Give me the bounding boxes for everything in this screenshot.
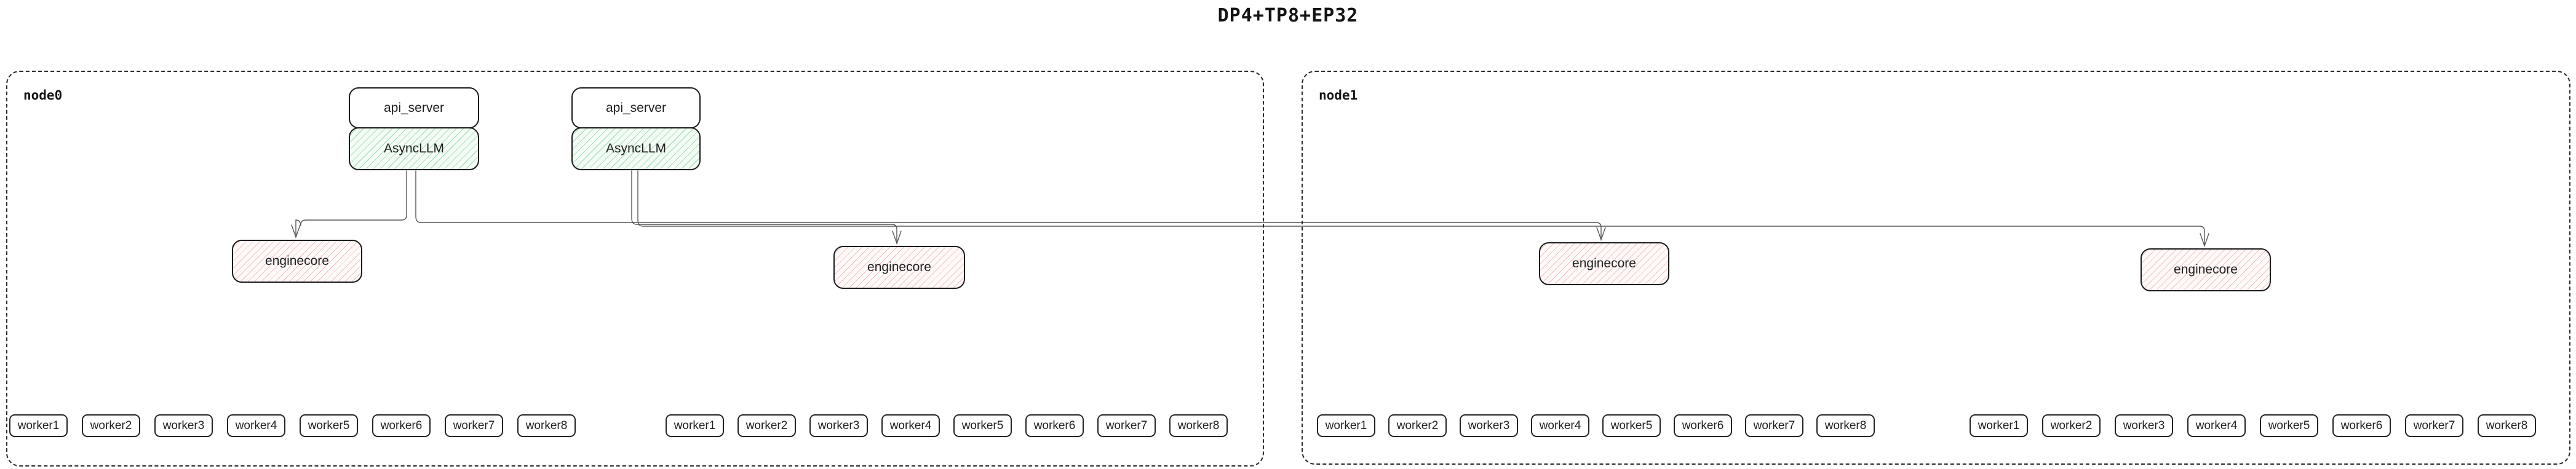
asyncllm-2-label: AsyncLLM: [605, 141, 667, 156]
worker-group-2: worker1 worker2 worker3 worker4 worker5 worke…: [666, 414, 1228, 437]
api-stack-2: api_server AsyncLLM: [571, 87, 701, 170]
worker-box: worker7: [1097, 414, 1156, 437]
worker-box: worker7: [445, 414, 503, 437]
diagram-title: DP4+TP8+EP32: [1217, 5, 1359, 26]
worker-box: worker7: [2405, 414, 2463, 437]
worker-box: worker6: [1674, 414, 1732, 437]
worker-box: worker8: [1816, 414, 1875, 437]
api-stack-1: api_server AsyncLLM: [349, 87, 479, 170]
api-server-1-box: api_server: [349, 87, 479, 128]
worker-box: worker5: [2260, 414, 2318, 437]
worker-box: worker6: [1025, 414, 1084, 437]
asyncllm-1-box: AsyncLLM: [349, 127, 479, 170]
worker-box: worker7: [1745, 414, 1803, 437]
worker-box: worker1: [1970, 414, 2028, 437]
worker-box: worker3: [809, 414, 868, 437]
worker-box: worker8: [517, 414, 576, 437]
worker-box: worker8: [1169, 414, 1228, 437]
node1-label: node1: [1319, 88, 1358, 103]
worker-box: worker3: [2115, 414, 2173, 437]
worker-box: worker2: [82, 414, 140, 437]
worker-box: worker5: [300, 414, 358, 437]
worker-box: worker2: [737, 414, 796, 437]
worker-box: worker5: [953, 414, 1012, 437]
enginecore-1-label: enginecore: [265, 254, 329, 268]
worker-box: worker2: [1388, 414, 1447, 437]
enginecore-1-box: enginecore: [232, 240, 362, 283]
worker-box: worker6: [372, 414, 431, 437]
asyncllm-1-label: AsyncLLM: [383, 141, 445, 156]
node0-label: node0: [23, 88, 63, 103]
enginecore-4-box: enginecore: [2141, 248, 2271, 291]
api-server-1-label: api_server: [383, 100, 445, 115]
worker-box: worker5: [1602, 414, 1661, 437]
enginecore-2-label: enginecore: [867, 260, 931, 274]
worker-box: worker1: [1317, 414, 1375, 437]
worker-box: worker3: [154, 414, 213, 437]
enginecore-3-box: enginecore: [1539, 242, 1669, 285]
worker-box: worker1: [666, 414, 724, 437]
enginecore-3-label: enginecore: [1572, 256, 1636, 270]
enginecore-4-label: enginecore: [2174, 262, 2238, 277]
api-server-2-box: api_server: [571, 87, 701, 128]
worker-box: worker8: [2478, 414, 2536, 437]
worker-group-3: worker1 worker2 worker3 worker4 worker5 worke…: [1317, 414, 1875, 437]
worker-group-4: worker1 worker2 worker3 worker4 worker5 worke…: [1970, 414, 2536, 437]
worker-group-1: worker1 worker2 worker3 worker4 worker5 worke…: [9, 414, 576, 437]
worker-box: worker3: [1460, 414, 1518, 437]
worker-box: worker4: [2187, 414, 2246, 437]
enginecore-2-box: enginecore: [833, 246, 965, 289]
worker-box: worker1: [9, 414, 68, 437]
asyncllm-2-box: AsyncLLM: [571, 127, 701, 170]
worker-box: worker6: [2332, 414, 2391, 437]
node0-container: node0 api_server AsyncLLM api_server Asy…: [6, 71, 1264, 467]
worker-box: worker4: [227, 414, 285, 437]
api-server-2-label: api_server: [605, 100, 667, 115]
worker-box: worker4: [881, 414, 940, 437]
worker-box: worker2: [2042, 414, 2101, 437]
worker-box: worker4: [1531, 414, 1589, 437]
